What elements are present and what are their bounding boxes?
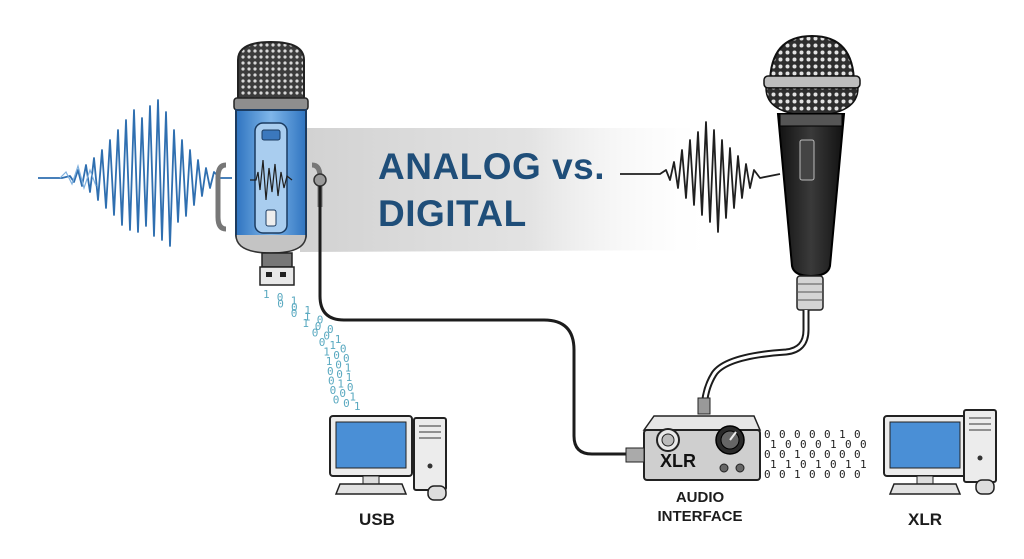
desktop-computer-icon — [883, 409, 997, 495]
binary-digit: 0 — [845, 438, 852, 451]
binary-digit: 0 — [854, 428, 861, 441]
audio-interface-label-line-1: AUDIO — [675, 489, 725, 506]
binary-digit: 0 — [809, 428, 816, 441]
usb-label: USB — [359, 510, 395, 529]
binary-digit: 1 — [794, 468, 801, 481]
binary-digit: 1 — [304, 304, 311, 317]
binary-digit: 1 — [326, 355, 333, 368]
binary-digit: 1 — [329, 339, 336, 352]
xlr-cable — [697, 310, 810, 415]
binary-digit: 1 — [304, 310, 311, 323]
binary-digit: 1 — [337, 378, 344, 391]
binary-digit: 0 — [312, 326, 319, 339]
binary-digit: 0 — [277, 291, 284, 304]
binary-digit: 0 — [824, 468, 831, 481]
sound-wave-icon — [38, 99, 232, 247]
binary-digit: 0 — [779, 448, 786, 461]
binary-digit: 0 — [824, 428, 831, 441]
binary-digit: 0 — [291, 307, 298, 320]
binary-digit: 0 — [277, 298, 284, 311]
binary-digit: 1 — [345, 362, 352, 375]
binary-digit: 0 — [315, 320, 322, 333]
interface-xlr-label: XLR — [660, 451, 696, 471]
binary-digit: 0 — [764, 428, 771, 441]
binary-digit: 0 — [327, 365, 334, 378]
binary-digit: 0 — [323, 330, 330, 343]
title-line-1: ANALOG vs. — [378, 146, 606, 187]
binary-digit: 1 — [860, 458, 867, 471]
binary-digit: 1 — [302, 317, 309, 330]
binary-digit: 1 — [323, 346, 330, 359]
binary-digit: 1 — [839, 428, 846, 441]
audio-interface-label: AUDIO INTERFACE — [640, 488, 760, 526]
binary-digit: 0 — [824, 448, 831, 461]
binary-digit: 0 — [317, 314, 324, 327]
binary-digit: 0 — [291, 301, 298, 314]
binary-digit: 0 — [343, 352, 350, 365]
usb-plug-icon — [259, 252, 295, 286]
binary-digit: 1 — [335, 333, 342, 346]
binary-digit: 0 — [330, 384, 337, 397]
binary-digit: 1 — [770, 458, 777, 471]
title-banner — [300, 128, 720, 252]
binary-digit: 0 — [343, 397, 350, 410]
binary-digit: 1 — [794, 448, 801, 461]
binary-digit: 0 — [339, 387, 346, 400]
binary-digit: 0 — [809, 448, 816, 461]
binary-digit: 0 — [794, 428, 801, 441]
binary-digit: 0 — [809, 468, 816, 481]
binary-digit: 0 — [319, 336, 326, 349]
binary-digit: 1 — [815, 458, 822, 471]
binary-digit: 0 — [800, 458, 807, 471]
binary-digit: 0 — [839, 468, 846, 481]
binary-digit: 0 — [815, 438, 822, 451]
binary-digit: 0 — [347, 381, 354, 394]
binary-digit: 0 — [779, 468, 786, 481]
binary-digit: 1 — [291, 294, 298, 307]
binary-digit: 1 — [845, 458, 852, 471]
binary-digit: 0 — [333, 349, 340, 362]
binary-digit: 0 — [854, 448, 861, 461]
binary-digit: 1 — [349, 390, 356, 403]
binary-digit: 0 — [854, 468, 861, 481]
binary-digit: 0 — [800, 438, 807, 451]
binary-digit: 0 — [327, 323, 334, 336]
title-line-2: DIGITAL — [378, 193, 527, 234]
binary-digit: 0 — [340, 342, 347, 355]
analog-cable — [318, 186, 640, 456]
binary-digit: 0 — [335, 358, 342, 371]
binary-digit: 1 — [354, 400, 361, 413]
binary-digit: 0 — [830, 458, 837, 471]
binary-digit: 0 — [764, 468, 771, 481]
binary-digit: 0 — [785, 438, 792, 451]
binary-digit: 1 — [785, 458, 792, 471]
binary-digit: 0 — [336, 368, 343, 381]
sound-wave-icon — [620, 121, 781, 233]
binary-digit: 1 — [346, 371, 353, 384]
audio-interface-icon — [625, 415, 762, 481]
dynamic-microphone-icon — [763, 34, 861, 311]
usb-condenser-microphone-icon — [215, 40, 327, 254]
binary-digit: 1 — [770, 438, 777, 451]
binary-digit: 0 — [328, 374, 335, 387]
binary-digit: 1 — [830, 438, 837, 451]
xlr-label: XLR — [908, 510, 942, 529]
desktop-computer-icon — [329, 415, 447, 501]
binary-digit: 0 — [333, 394, 340, 407]
binary-digit: 1 — [263, 288, 270, 301]
binary-digit: 0 — [860, 438, 867, 451]
audio-interface-label-line-2: INTERFACE — [657, 508, 743, 525]
binary-digit: 0 — [779, 428, 786, 441]
binary-digit: 0 — [764, 448, 771, 461]
binary-digit: 0 — [839, 448, 846, 461]
